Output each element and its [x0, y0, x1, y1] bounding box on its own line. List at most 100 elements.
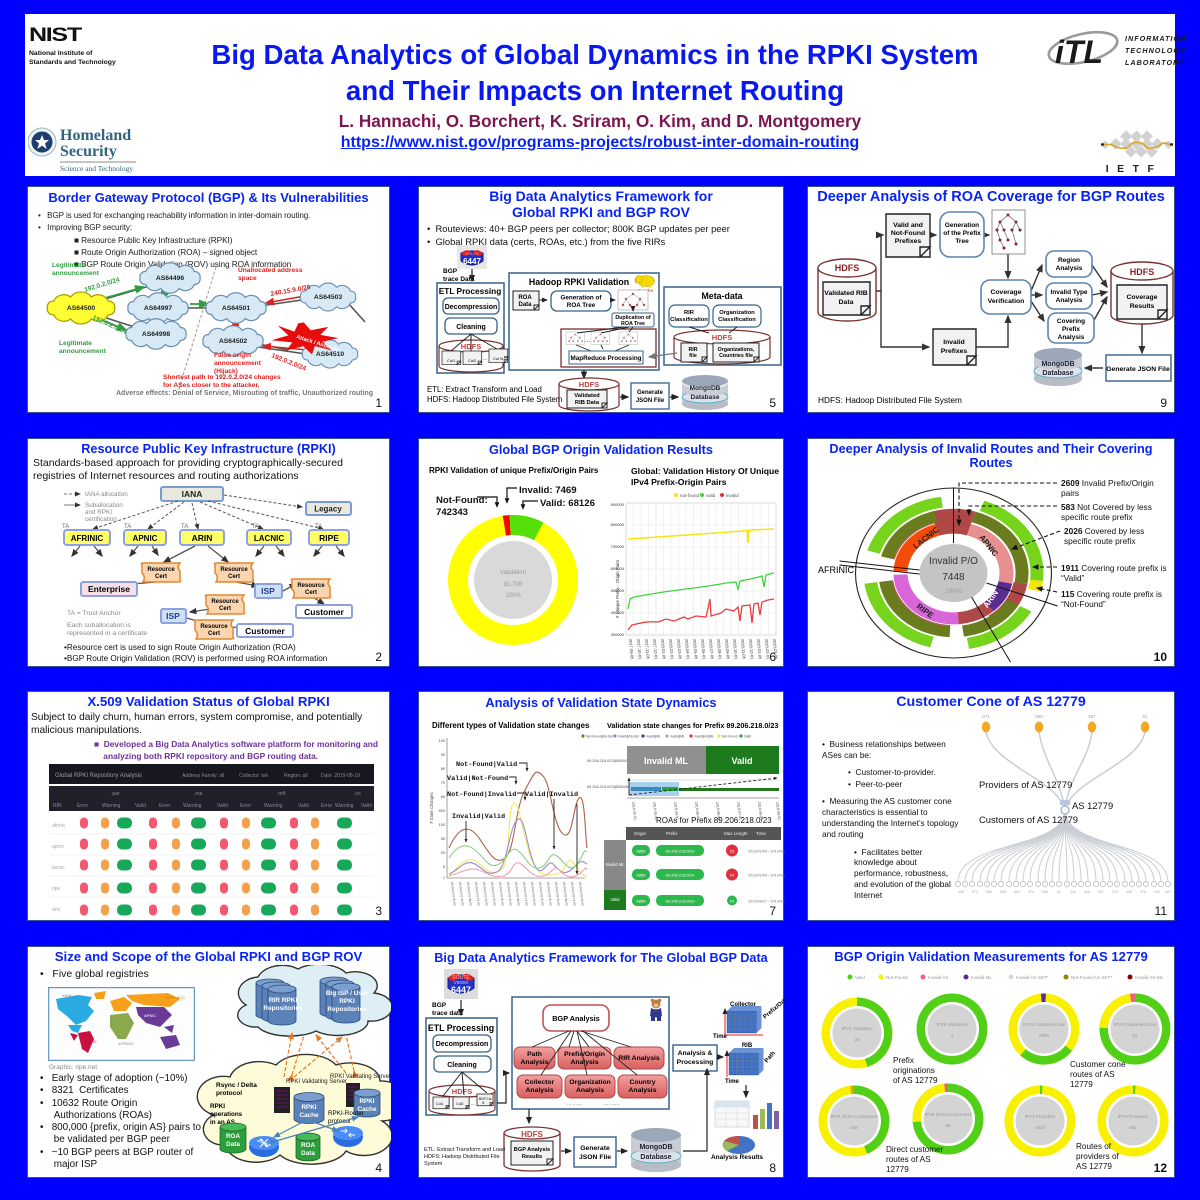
svg-text:50: 50 [441, 837, 445, 841]
svg-text:316: 316 [1070, 890, 1076, 894]
svg-text:800000: 800000 [611, 522, 625, 527]
svg-text:afrinic: afrinic [52, 823, 66, 829]
svg-text:371: 371 [982, 714, 990, 719]
svg-text:AFRINIC: AFRINIC [818, 565, 855, 575]
svg-text:Invalid ML: Invalid ML [644, 756, 689, 766]
svg-text:Security: Security [60, 143, 117, 160]
svg-text:2019-04-01: 2019-04-01 [673, 802, 679, 821]
svg-text:Not-Found: Not-Found [891, 230, 925, 237]
svg-text:Analysis Results: Analysis Results [711, 1154, 763, 1161]
svg-text:providers of: providers of [1076, 1152, 1120, 1161]
svg-text:Prefixes: Prefixes [941, 348, 968, 355]
svg-text:2019-04-02 20:00: 2019-04-02 20:00 [538, 882, 545, 906]
svg-text:originations: originations [893, 1066, 935, 1075]
svg-text:RPKI-Router: RPKI-Router [328, 1110, 364, 1117]
svg-text:Invalid ML: Invalid ML [971, 975, 992, 980]
svg-text:...: ... [483, 356, 487, 362]
svg-text:Prefix/Origin: Prefix/Origin [762, 993, 785, 1021]
svg-text:VIEWS: VIEWS [454, 980, 469, 985]
svg-text:Shortest path to 192.0.2.0/24: Shortest path to 192.0.2.0/24 changes [163, 374, 281, 381]
svg-text:apnic: apnic [52, 844, 64, 850]
svg-text:(Hijack): (Hijack) [214, 368, 238, 375]
svg-text:AS64503: AS64503 [314, 294, 343, 301]
svg-text:HDFS: HDFS [712, 333, 732, 342]
svg-text:607: 607 [1098, 890, 1104, 894]
svg-text:Address Family: all: Address Family: all [182, 773, 224, 779]
svg-text:Invalid|ML: Invalid|ML [646, 735, 661, 739]
svg-text:2019-03-05: 2019-03-05 [772, 639, 779, 661]
svg-text:20: 20 [441, 851, 445, 855]
svg-text:Rsync / Delta: Rsync / Delta [216, 1082, 257, 1089]
svg-text:Duplication of: Duplication of [615, 315, 651, 321]
svg-text:Collector: Collector [525, 1079, 555, 1086]
svg-text:Collector: krk: Collector: krk [239, 773, 269, 779]
svg-text:Analysis: Analysis [1058, 334, 1085, 341]
svg-text:2019-04-02 16:00: 2019-04-02 16:00 [530, 882, 537, 906]
svg-text:.crl: .crl [354, 791, 361, 797]
svg-text:89.206.218.0/23: 89.206.218.0/23 [666, 849, 696, 854]
svg-text:Col2: Col2 [456, 1102, 463, 1106]
svg-text:of AS 12779: of AS 12779 [893, 1076, 938, 1085]
svg-text:Prefix: Prefix [1062, 326, 1080, 333]
svg-text:IPV4 Direct Customers: IPV4 Direct Customers [831, 1114, 878, 1119]
svg-text:IETF: IETF [1106, 164, 1163, 175]
svg-text:2019-04-03 04:00: 2019-04-03 04:00 [554, 882, 561, 906]
svg-text:routes of AS: routes of AS [886, 1155, 931, 1164]
svg-text:# Unique Prefix - Origin Pairs: # Unique Prefix - Origin Pairs [615, 559, 620, 618]
svg-text:AS64496: AS64496 [156, 275, 185, 282]
svg-text:ROA: ROA [226, 1133, 240, 1140]
svg-text:Database: Database [640, 1154, 671, 1161]
svg-text:Cert: Cert [155, 574, 167, 580]
svg-text:2019-04-03 08:00: 2019-04-03 08:00 [562, 882, 569, 906]
svg-text:...: ... [585, 338, 590, 344]
svg-text:2019-07-01: 2019-07-01 [736, 802, 742, 821]
svg-text:RPKI: RPKI [339, 998, 355, 1005]
svg-text:Error: Error [321, 803, 332, 809]
svg-text:AS64501: AS64501 [222, 305, 251, 312]
svg-text:300000: 300000 [611, 632, 625, 637]
svg-text:2019-02-01: 2019-02-01 [764, 639, 771, 661]
svg-text:89.206.218.0/23: 89.206.218.0/23 [666, 899, 696, 904]
svg-text:23: 23 [730, 849, 735, 854]
svg-text:Warning: Warning [264, 803, 283, 809]
svg-text:and RPKI: and RPKI [85, 509, 112, 516]
svg-text:2019-08-01: 2019-08-01 [757, 802, 763, 821]
svg-text:2019-02-01: 2019-02-01 [631, 802, 637, 821]
svg-text:2019-09-01: 2019-09-01 [775, 802, 781, 821]
svg-text:2019-04-01 16:00: 2019-04-01 16:00 [482, 882, 489, 906]
svg-text:space: space [238, 275, 257, 282]
svg-text:Routes of: Routes of [1076, 1142, 1112, 1151]
svg-text:12779: 12779 [1070, 1080, 1093, 1089]
svg-text:2019-05-01: 2019-05-01 [694, 802, 700, 821]
svg-text:Not-Found|Invalid: Not-Found|Invalid [447, 791, 516, 799]
svg-text:192.0.2.0/24: 192.0.2.0/24 [91, 314, 128, 335]
svg-text:ROAs for Prefix 89.206.218.0/2: ROAs for Prefix 89.206.218.0/23 [656, 816, 772, 825]
svg-text:Valid: Valid [298, 803, 309, 809]
svg-text:Providers of AS 12779: Providers of AS 12779 [979, 779, 1072, 790]
svg-text:Date: 2019-08-19: Date: 2019-08-19 [321, 773, 360, 779]
svg-text:Resource: Resource [220, 567, 248, 573]
svg-text:Classification: Classification [670, 317, 708, 323]
svg-text:Each suballocation is: Each suballocation is [67, 622, 131, 629]
svg-text:Cache: Cache [300, 1112, 319, 1119]
svg-text:Analysis: Analysis [629, 1087, 657, 1094]
svg-text:Not-Found: Not-Found [886, 975, 908, 980]
svg-text:RPKI Validating Server: RPKI Validating Server [286, 1079, 347, 1085]
svg-text:742343: 742343 [436, 507, 468, 518]
svg-text:ETL: Extract Transform and Loa: ETL: Extract Transform and Load [427, 385, 542, 394]
svg-text:False origin: False origin [214, 352, 251, 359]
svg-text:Prefix/Origin: Prefix/Origin [564, 1051, 605, 1058]
svg-text:TA: TA [181, 524, 188, 530]
svg-text:988: 988 [986, 890, 992, 894]
svg-text:AS 12779: AS 12779 [1072, 800, 1113, 811]
svg-text:RIPE: RIPE [319, 533, 339, 543]
svg-text:Path: Path [764, 1050, 777, 1064]
svg-text:Analysis: Analysis [526, 1087, 554, 1094]
svg-text:115 Covering route prefix is: 115 Covering route prefix is [1061, 589, 1162, 599]
svg-text:ROUTE: ROUTE [465, 251, 479, 256]
svg-text:announcement: announcement [52, 270, 100, 277]
svg-text:5: 5 [443, 865, 445, 869]
svg-text:2018-01-05: 2018-01-05 [660, 639, 667, 661]
svg-text:LABORATORY: LABORATORY [1125, 58, 1185, 67]
svg-text:Region: all: Region: all [284, 773, 308, 779]
